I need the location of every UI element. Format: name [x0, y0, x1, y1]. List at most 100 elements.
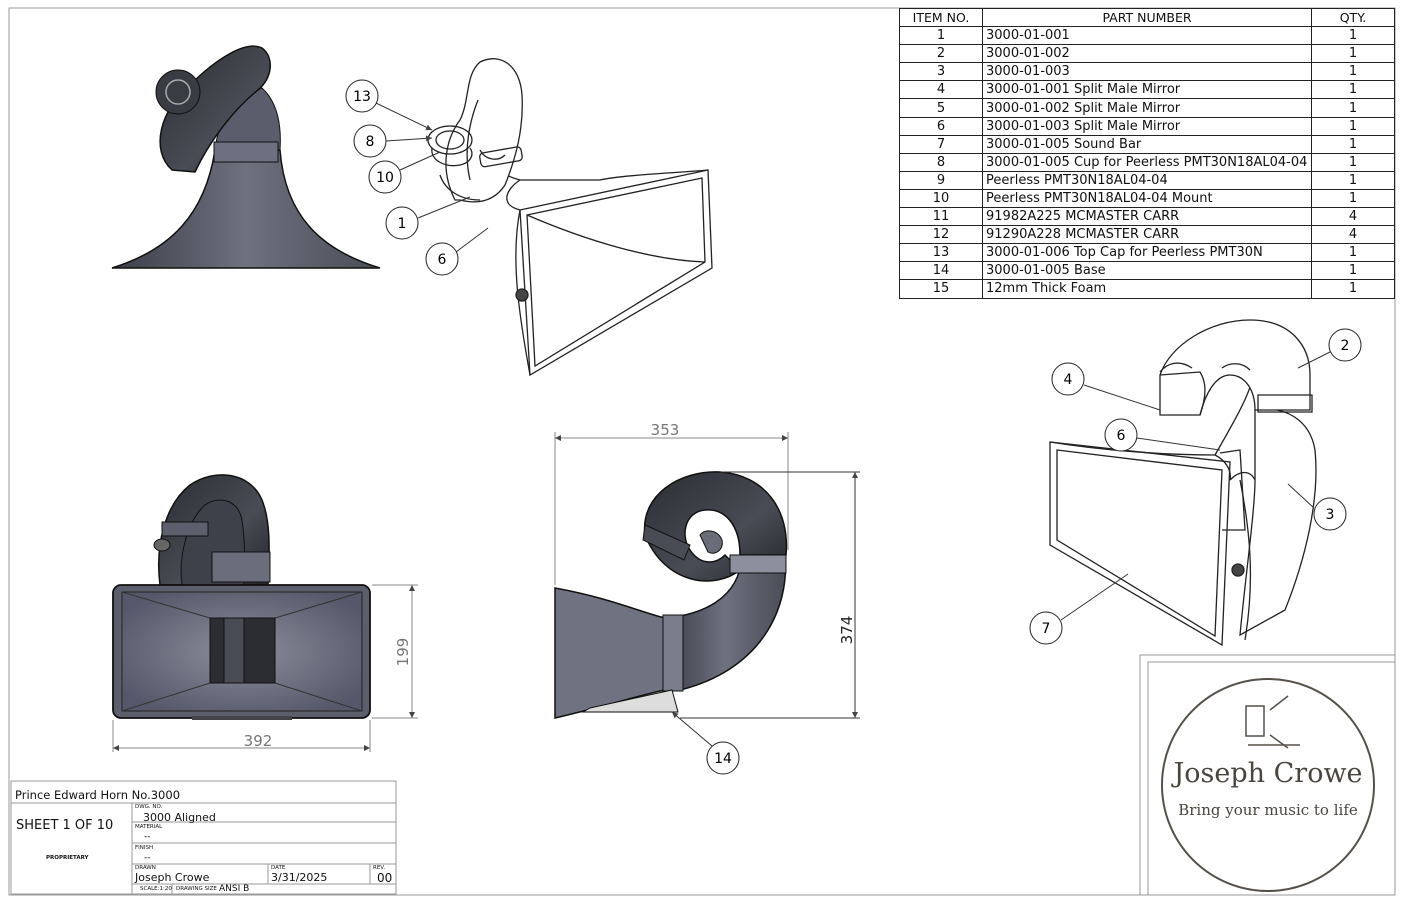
- bom-item-no: 2: [899, 44, 983, 64]
- view-side-left: [111, 45, 381, 269]
- balloon-13: 13: [345, 79, 433, 131]
- material-value: --: [144, 832, 151, 842]
- title-block-frame: [10, 780, 397, 895]
- bom-item-no: 4: [899, 80, 983, 100]
- rev-label: REV.: [373, 865, 386, 871]
- balloon-7: 7: [1029, 573, 1129, 645]
- bom-part-number: 3000-01-006 Top Cap for Peerless PMT30N: [982, 243, 1312, 263]
- bom-header-row: ITEM NO. PART NUMBER QTY.: [899, 7, 1395, 28]
- drawn-value: Joseph Crowe: [135, 871, 210, 884]
- title-block-proprietary: PROPRIETARY: [46, 855, 89, 861]
- bom-item-no: 14: [899, 261, 983, 281]
- dim-side-height-label: 374: [838, 616, 856, 645]
- svg-text:13: 13: [353, 89, 371, 105]
- scale-value: SCALE:1:20: [140, 886, 172, 892]
- bom-part-number: 91290A228 MCMASTER CARR: [982, 225, 1312, 245]
- bom-qty: 1: [1311, 80, 1395, 100]
- bom-item-no: 5: [899, 98, 983, 118]
- logo-ring: [1161, 678, 1375, 892]
- bom-part-number: 3000-01-005 Base: [982, 261, 1312, 281]
- bom-part-number: Peerless PMT30N18AL04-04: [982, 170, 1312, 190]
- bom-part-number: 3000-01-003: [982, 62, 1312, 82]
- svg-text:1: 1: [398, 216, 407, 232]
- balloon-8: 8: [353, 124, 433, 158]
- bom-item-no: 15: [899, 279, 983, 299]
- bom-header-qty: QTY.: [1311, 7, 1395, 28]
- bom-item-no: 7: [899, 134, 983, 154]
- dim-front-width: [112, 720, 371, 752]
- bom-qty: 1: [1311, 62, 1395, 82]
- balloon-1: 1: [385, 196, 471, 240]
- view-front: [112, 474, 371, 720]
- bom-qty: 1: [1311, 170, 1395, 190]
- svg-text:8: 8: [366, 134, 375, 150]
- bom-item-no: 11: [899, 207, 983, 227]
- bom-qty: 1: [1311, 116, 1395, 136]
- dim-side-width: [554, 432, 789, 585]
- bom-item-no: 3: [899, 62, 983, 82]
- drawing-size-value: ANSI B: [219, 884, 250, 894]
- svg-text:7: 7: [1042, 621, 1051, 637]
- logo-name: Joseph Crowe: [1170, 758, 1362, 789]
- bom-qty: 1: [1311, 243, 1395, 263]
- svg-text:6: 6: [438, 252, 447, 268]
- bom-qty: 4: [1311, 207, 1395, 227]
- view-iso-right: [1049, 319, 1317, 647]
- logo-speaker-icon: [1245, 695, 1300, 749]
- title-block-sheet: SHEET 1 OF 10: [16, 818, 114, 833]
- bom-part-number: 91982A225 MCMASTER CARR: [982, 207, 1312, 227]
- bom-item-no: 6: [899, 116, 983, 136]
- bom-qty: 1: [1311, 26, 1395, 46]
- sheet-border: [8, 7, 1396, 896]
- bom-part-number: 3000-01-002: [982, 44, 1312, 64]
- svg-text:6: 6: [1117, 428, 1126, 444]
- balloon-2: 2: [1297, 328, 1362, 369]
- rev-value: 00: [377, 871, 393, 885]
- finish-label: FINISH: [135, 845, 154, 851]
- bom-part-number: 3000-01-005 Sound Bar: [982, 134, 1312, 154]
- svg-text:4: 4: [1064, 372, 1073, 388]
- balloon-3: 3: [1287, 483, 1347, 531]
- view-iso-top: [427, 58, 713, 377]
- bom-qty: 1: [1311, 98, 1395, 118]
- bom-qty: 1: [1311, 134, 1395, 154]
- bom-item-no: 9: [899, 170, 983, 190]
- date-label: DATE: [271, 865, 286, 871]
- balloon-6a: 6: [425, 227, 489, 276]
- bom-part-number: 3000-01-003 Split Male Mirror: [982, 116, 1312, 136]
- svg-text:10: 10: [376, 170, 394, 186]
- bom-header-item: ITEM NO.: [899, 7, 983, 28]
- material-label: MATERIAL: [135, 824, 163, 830]
- svg-text:2: 2: [1341, 338, 1350, 354]
- bom-item-no: 10: [899, 188, 983, 209]
- view-side: [554, 471, 788, 719]
- bom-part-number: 12mm Thick Foam: [982, 279, 1312, 299]
- dim-front-height: [372, 584, 418, 719]
- date-value: 3/31/2025: [271, 871, 328, 884]
- bom-qty: 1: [1311, 279, 1395, 299]
- bom-part-number: 3000-01-002 Split Male Mirror: [982, 98, 1312, 118]
- svg-text:14: 14: [714, 751, 732, 767]
- bom-qty: 1: [1311, 261, 1395, 281]
- dim-side-height: [680, 471, 860, 719]
- bom-qty: 1: [1311, 188, 1395, 209]
- bom-qty: 1: [1311, 152, 1395, 172]
- svg-text:3: 3: [1326, 507, 1335, 523]
- balloon-10: 10: [368, 151, 441, 194]
- drawn-label: DRAWN: [135, 865, 156, 871]
- bom-qty: 4: [1311, 225, 1395, 245]
- balloon-4: 4: [1051, 362, 1161, 411]
- bom-qty: 1: [1311, 44, 1395, 64]
